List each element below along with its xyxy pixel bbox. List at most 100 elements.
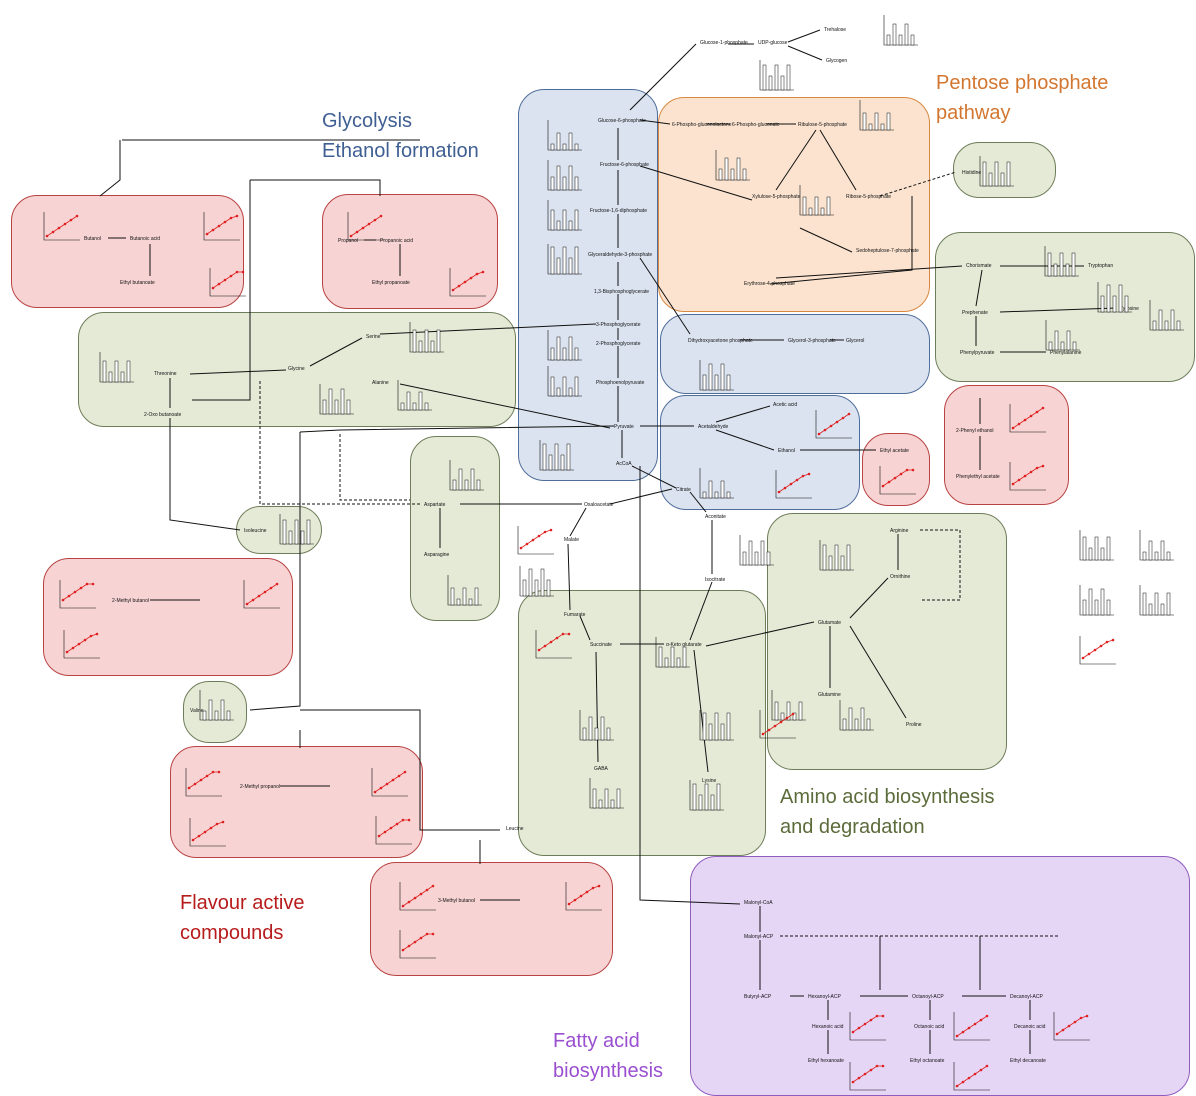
aspartate-region [410, 436, 500, 621]
metabolite-ethyl-hexanoate: Ethyl hexanoate [808, 1058, 844, 1064]
mini-bar [1082, 599, 1087, 616]
mini-line-chart [517, 526, 554, 555]
mini-bar [742, 551, 747, 566]
metabolite-ribulose-5-phosphate: Ribulose-5-phosphate [798, 122, 847, 128]
mini-line-series [1082, 639, 1114, 659]
metabolite-phosphoenolpyruvate: Phosphoenolpyruvate [596, 380, 645, 386]
metabolite-arginine: Arginine [890, 528, 909, 534]
mini-bar [1154, 592, 1159, 616]
metabolite-ethyl-decanoate: Ethyl decanoate [1010, 1058, 1046, 1064]
metabolite-xylulose-5-phosphate: Xylulose-5-phosphate [752, 194, 801, 200]
mini-line-series [520, 529, 552, 549]
metabolite-dihydroxyacetone-phosphate: Dihydroxyacetone phosphate [688, 338, 753, 344]
fatty-acid-title: Fatty acid biosynthesis [553, 1030, 664, 1082]
metabolite-tyrosine: Tyrosine [1120, 306, 1139, 312]
metabolite-fructose-1-6-diphosphate: Fructose-1,6-diphosphate [590, 208, 647, 214]
udp-glycogen-arrow [787, 45, 823, 61]
metabolite-glycine: Glycine [288, 366, 305, 372]
mini-bar [762, 64, 767, 91]
metabolite-2-phenyl-ethanol: 2-Phenyl ethanol [956, 428, 994, 434]
methylbutanol-2-region [43, 558, 293, 676]
mini-line-point [519, 546, 523, 550]
metabolite-malonyl-coa: Malonyl-CoA [744, 900, 773, 906]
mini-bar [1166, 592, 1171, 616]
metabolite-glycogen: Glycogen [826, 58, 848, 64]
mini-bar [1100, 547, 1105, 561]
mini-bar [1154, 551, 1159, 561]
udp-trehalose-arrow [787, 29, 821, 43]
mini-bar [1166, 551, 1171, 561]
metabolite-prephenate: Prephenate [962, 310, 988, 316]
mini-bar-chart [1139, 530, 1174, 561]
mini-line-chart [1079, 636, 1116, 665]
mini-chart-axis [1139, 530, 1174, 561]
metabolite-lysine: Lysine [702, 778, 717, 784]
mini-bar [1106, 536, 1111, 561]
mini-bar [1148, 603, 1153, 616]
metabolite-decanoyl-acp: Decanoyl-ACP [1010, 994, 1043, 1000]
mini-bar [1148, 540, 1153, 561]
mini-chart-axis [883, 15, 918, 46]
mini-bar [892, 23, 897, 46]
mini-bar [898, 34, 903, 46]
glycolysis-region [518, 89, 658, 481]
metabolite-phenylethyl-acetate: Phenylethyl acetate [956, 474, 1000, 480]
metabolite-2-oxo-butanoate: 2-Oxo butanoate [144, 412, 182, 418]
metabolite-acetaldehyde: Acetaldehyde [698, 424, 729, 430]
metabolite-2-methyl-butanol: 2-Methyl butanol [112, 598, 149, 604]
metabolite-2-methyl-propanol: 2-Methyl propanol [240, 784, 281, 790]
methylbutanol-3-region [370, 862, 613, 976]
metabolite-ethanol: Ethanol [778, 448, 795, 454]
mini-line-point [1081, 656, 1085, 660]
pentose-phosphate-title: Pentose phosphate pathway [936, 72, 1109, 124]
metabolite-octanoic-acid: Octanoic acid [914, 1024, 945, 1030]
metabolite-acetyl-coa: AcCoA [616, 461, 632, 467]
mini-bar [748, 540, 753, 566]
metabolite-proline: Proline [906, 722, 922, 728]
metabolite-tryptophan: Tryptophan [1088, 263, 1114, 269]
metabolite-ethyl-octanoate: Ethyl octanoate [910, 1058, 945, 1064]
metabolite-propanol: Propanol [338, 238, 359, 244]
mini-bar [1088, 547, 1093, 561]
mini-bar [1088, 588, 1093, 616]
mini-line-point [1093, 648, 1097, 652]
lysine-glutamate-region [518, 590, 766, 856]
mini-line-point [525, 542, 529, 546]
mini-bar [754, 551, 759, 566]
mini-chart-axis [759, 60, 794, 91]
mini-chart-axis [517, 526, 554, 555]
malate-oxaloacetate-arrow [569, 507, 587, 537]
metabolite-pyruvate: Pyruvate [614, 424, 634, 430]
mini-bar-chart [759, 60, 794, 91]
propanol-region [322, 194, 498, 309]
metabolite-2-phosphoglycerate: 2-Phosphoglycerate [596, 341, 641, 347]
metabolite-ethyl-acetate: Ethyl acetate [880, 448, 909, 454]
metabolite-aspartate: Aspartate [424, 502, 446, 508]
mini-line-point [1087, 652, 1091, 656]
metabolite-octanoyl-acp: Octanoyl-ACP [912, 994, 944, 1000]
metabolite-hexanoyl-acp: Hexanoyl-ACP [808, 994, 841, 1000]
mini-bar [760, 540, 765, 566]
metabolite-butanol: Butanol [84, 236, 101, 242]
mini-bar [1142, 551, 1147, 561]
metabolite-threonine: Threonine [154, 371, 177, 377]
metabolite-bisphosphoglycerate: 1,3-Bisphosphoglycerate [594, 289, 650, 295]
mini-line-point [549, 528, 553, 532]
mini-bar [522, 579, 527, 597]
butanol-region [11, 195, 244, 308]
metabolite-isocitrate: Isocitrate [705, 577, 726, 583]
metabolite-asparagine: Asparagine [424, 552, 450, 558]
mini-bar [1082, 536, 1087, 561]
metabolite-fumarate: Fumarate [564, 612, 586, 618]
metabolite-gaba: GABA [594, 766, 608, 772]
metabolite-glutamine: Glutamine [818, 692, 841, 698]
metabolite-glutamate: Glutamate [818, 620, 842, 626]
mini-bar [886, 34, 891, 46]
pentose-phosphate-region [658, 97, 930, 312]
metabolite-oxaloacetate: Oxaloacetate [584, 502, 614, 508]
metabolite-fructose-6-phosphate: Fructose-6-phosphate [600, 162, 649, 168]
aromatic-amino-acid-region [935, 232, 1195, 382]
metabolite-trehalose: Trehalose [824, 27, 847, 33]
metabolite-serine: Serine [366, 334, 381, 340]
